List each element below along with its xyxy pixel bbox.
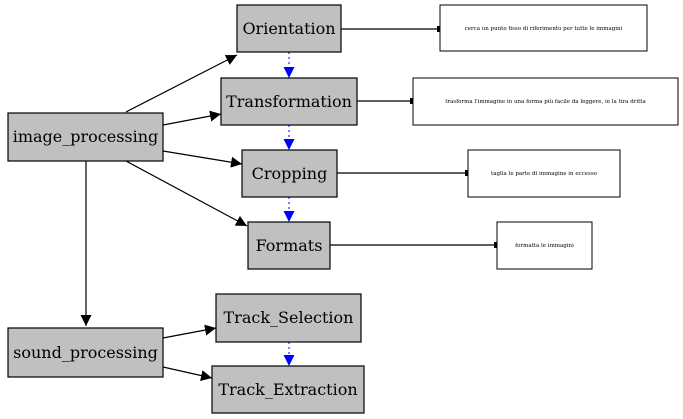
node-track-extraction: Track_Extraction [211,365,365,414]
note-text: cerca un punto fisso di riferimento per … [465,26,623,32]
node-label: sound_processing [13,343,158,362]
note-cropping: taglia le parte di immagine in eccesso [467,149,621,198]
note-orientation: cerca un punto fisso di riferimento per … [439,4,648,52]
node-label: Formats [256,236,323,255]
edge-image-to-cropping [162,150,243,168]
note-text: taglia le parte di immagine in eccesso [491,171,598,177]
node-label: Track_Extraction [218,380,357,399]
edge-sound-to-track-selection [162,324,217,339]
note-formats: formatta le immagini [496,221,593,270]
note-text: trasforma l'immagine in una forma più fa… [445,98,646,105]
node-orientation: Orientation [236,4,342,53]
node-cropping: Cropping [241,149,338,198]
node-label: Cropping [252,164,328,183]
edge-sound-to-track-extraction [162,366,213,381]
edge-image-to-formats [125,160,248,227]
node-track-selection: Track_Selection [215,293,362,343]
note-transformation: trasforma l'immagine in una forma più fa… [412,77,679,126]
node-label: Orientation [242,19,335,38]
node-label: Transformation [226,92,352,111]
node-label: Track_Selection [224,308,354,327]
node-transformation: Transformation [220,77,358,126]
node-sound-processing: sound_processing [7,327,164,378]
node-image-processing: image_processing [7,112,164,162]
note-text: formatta le immagini [515,243,574,249]
node-formats: Formats [247,221,331,270]
edge-image-to-orientation [125,54,238,113]
edge-image-to-transformation [162,110,222,126]
node-label: image_processing [13,127,159,146]
